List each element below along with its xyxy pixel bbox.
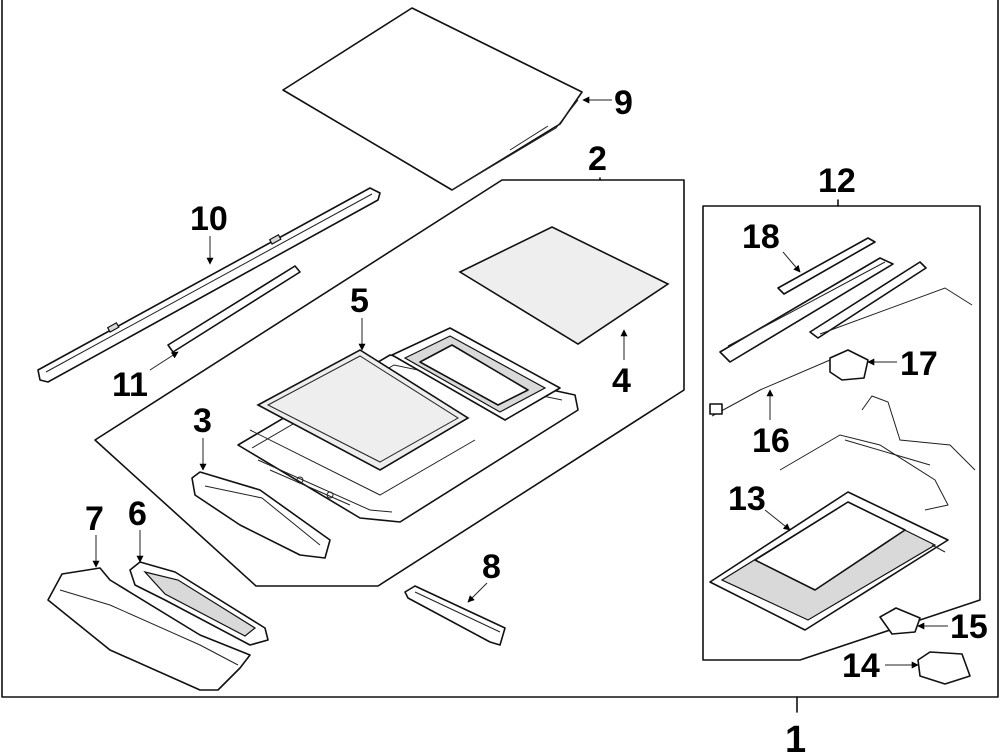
callout-8: 8	[482, 548, 501, 586]
connector	[917, 651, 971, 685]
leader-lines	[92, 96, 948, 669]
trim-strip	[167, 265, 301, 353]
callout-11: 11	[112, 366, 148, 404]
callout-2: 2	[588, 140, 607, 178]
callout-6: 6	[128, 495, 147, 533]
front-header-trim	[47, 567, 251, 691]
callout-18: 18	[742, 218, 780, 256]
front-cross-bracket	[129, 561, 269, 646]
control-switch	[879, 607, 921, 635]
deflector-panel	[191, 471, 331, 559]
assembly-outline-2	[94, 177, 685, 587]
wiring-harness	[779, 395, 976, 511]
callout-15: 15	[950, 608, 988, 646]
sunroof-motor	[829, 349, 869, 381]
callout-3: 3	[193, 402, 212, 440]
callout-9: 9	[614, 84, 633, 122]
callout-labels: 1 2 3 4 5 6 7 8 9 10 11 12 13 14 15 16 1…	[85, 84, 988, 756]
callout-4: 4	[612, 362, 631, 400]
callout-1: 1	[785, 719, 806, 756]
callout-7: 7	[85, 500, 104, 538]
callout-13: 13	[728, 480, 766, 518]
drive-cable	[709, 359, 831, 417]
callout-10: 10	[190, 200, 228, 238]
roof-rail-molding	[37, 187, 381, 383]
headliner-panel	[282, 7, 583, 191]
guide-rails	[719, 237, 973, 363]
outer-frame	[1, 0, 999, 713]
callout-12: 12	[818, 162, 856, 200]
glass-panel	[458, 226, 670, 345]
sunshade-assembly	[709, 491, 949, 631]
callout-5: 5	[350, 282, 369, 320]
sunroof-frame-assembly	[237, 327, 579, 523]
callout-17: 17	[900, 345, 938, 383]
rear-trim-strip	[404, 585, 506, 646]
callout-16: 16	[752, 422, 790, 460]
callout-14: 14	[842, 647, 880, 685]
